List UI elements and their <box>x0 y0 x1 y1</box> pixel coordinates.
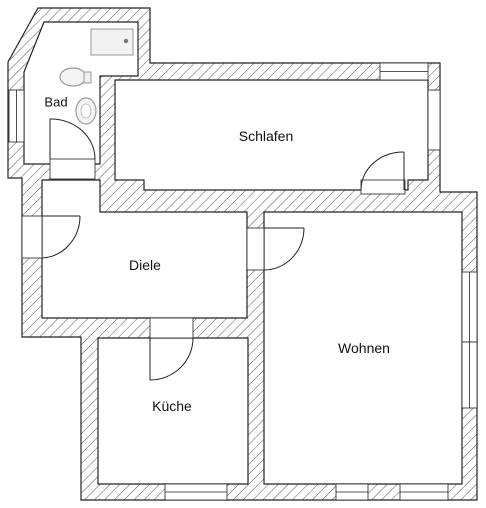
room-label-wohnen: Wohnen <box>338 340 390 356</box>
window-wohnen-right-2 <box>461 341 478 409</box>
window-wohnen-bottom-1 <box>335 483 369 501</box>
room-label-bad: Bad <box>44 94 68 110</box>
window-schlafen-right <box>427 89 441 151</box>
window-bad <box>8 89 25 143</box>
window-schlafen-top <box>379 62 429 81</box>
door-diele-left <box>21 215 81 259</box>
door-schlafen <box>360 151 406 195</box>
window-kueche <box>164 483 228 501</box>
bidet-icon <box>75 97 97 125</box>
room-label-kueche: Küche <box>152 398 192 414</box>
door-kueche <box>149 317 194 381</box>
door-bad <box>49 118 96 180</box>
window-wohnen-right-1 <box>461 271 478 343</box>
toilet-icon <box>59 67 92 87</box>
room-label-schlafen: Schlafen <box>238 128 294 144</box>
window-wohnen-bottom-2 <box>399 483 449 501</box>
sink-icon <box>90 28 134 56</box>
room-label-diele: Diele <box>129 257 161 273</box>
wall-mass <box>7 7 478 501</box>
door-wohnen <box>246 227 305 271</box>
